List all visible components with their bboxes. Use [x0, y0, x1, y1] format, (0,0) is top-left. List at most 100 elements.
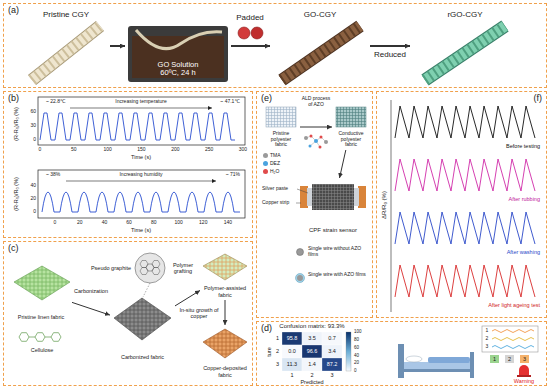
go-bath	[128, 26, 228, 82]
temperature-curve	[40, 113, 235, 140]
cellulose-molecule	[19, 333, 61, 342]
panel-frame: (f)	[376, 91, 547, 318]
axis-title: (R-R₀)/R₀ (%)	[13, 177, 19, 211]
curve-number: 3	[486, 344, 489, 350]
tick-label: 40	[30, 183, 36, 189]
cell-value: 87.2	[327, 361, 338, 367]
step-label: In-situ growth of copper	[175, 307, 223, 320]
stage-box: Polymer-assisted fabric	[200, 250, 250, 300]
tick-label: 60	[30, 109, 36, 115]
step-label: ALD process of AZO	[298, 96, 334, 108]
legend-text: DEZ	[270, 161, 280, 167]
stage-label: Pristine polyester fabric	[265, 131, 297, 148]
legend-item: H₂O	[263, 169, 279, 175]
axis-title: ΔR/R₀ (%)	[381, 191, 388, 219]
step-label: Carbonization	[73, 288, 109, 294]
warning-text: Warning	[514, 378, 534, 384]
tick-label: 300	[239, 147, 247, 153]
stage-box: Pristine polyester fabric	[262, 104, 300, 150]
legend-text: TMA	[270, 153, 281, 159]
tick-label: 150	[137, 147, 145, 153]
process-arrow	[175, 290, 200, 305]
tick-label: 1	[290, 372, 293, 378]
alarm-icon	[517, 365, 531, 377]
stage-label: 60ºC, 24 h	[160, 69, 195, 78]
polyester-mesh	[266, 107, 296, 127]
annotation: ~ 71%	[226, 172, 240, 178]
annotation: Increasing humidity	[119, 172, 162, 178]
cell-value: 0.7	[328, 335, 336, 341]
stage-box: CPF strain sensor	[296, 178, 370, 236]
panel-letter: (c)	[8, 243, 19, 253]
chart-frames	[38, 97, 245, 218]
legend-swatch	[263, 161, 268, 166]
ald-molecules	[304, 135, 328, 149]
stage-box: Pristine CGY	[22, 8, 110, 84]
tick-label: 20	[30, 196, 36, 202]
tick-label: 3	[330, 372, 333, 378]
tick-label: 140	[224, 220, 232, 226]
tick-label: 200	[171, 147, 179, 153]
stage-box: rGO-CGY	[410, 8, 520, 84]
tick-label: 0	[39, 147, 42, 153]
stage-box: Conductive polyester fabric	[332, 104, 370, 150]
tick-label: 2	[310, 372, 313, 378]
step-label: Polymer grafting	[168, 262, 198, 275]
stage-box: Carbonized fabric	[110, 290, 175, 362]
tick-label: 30	[30, 123, 36, 129]
axis-line	[391, 100, 392, 312]
tick-label: 0	[33, 209, 36, 215]
annotation: ~ 38%	[46, 172, 60, 178]
class-number: 2	[508, 356, 511, 362]
class-number: 1	[493, 356, 496, 362]
stage-label: Polymer-assisted fabric	[203, 285, 247, 298]
legend-item: DEZ	[263, 161, 280, 167]
colorbar-tick: 100	[354, 329, 362, 334]
legend-swatch	[263, 169, 268, 174]
part-label: Copper strip	[262, 200, 289, 206]
legend-text: H₂O	[270, 169, 279, 175]
stage-box: Copper-deposited fabric	[200, 325, 250, 380]
stage-label: Copper-deposited fabric	[203, 365, 247, 378]
curve-number: 1	[486, 328, 489, 334]
curve-number: 2	[486, 336, 489, 342]
panel-letter: (e)	[261, 93, 272, 103]
cell-value: 95.8	[287, 335, 298, 341]
cell-value: 3.5	[308, 335, 316, 341]
colorbar-tick: 0	[354, 368, 357, 373]
class-number: 3	[523, 356, 526, 362]
stage-label: GO-CGY	[304, 10, 336, 19]
curve-label: Before testing	[506, 143, 540, 149]
tick-label: 50	[71, 147, 77, 153]
tick-label: 0	[33, 137, 36, 143]
panel-letter: (b)	[8, 93, 19, 103]
step-label: Padded	[235, 13, 265, 22]
stage-label: Pristine CGY	[43, 10, 89, 19]
cell-value: 3.4	[328, 348, 336, 354]
cell-value: 11.3	[287, 361, 297, 367]
stage-label: Conductive polyester fabric	[335, 131, 367, 148]
signal-inset	[482, 326, 538, 352]
chart-title: Confusion matrix: 93.3%	[279, 323, 344, 330]
process-arrow	[110, 45, 125, 47]
tick-label: 100	[174, 220, 182, 226]
bed	[398, 344, 474, 378]
process-arrow	[370, 45, 410, 47]
colorbar	[346, 332, 351, 371]
annotation: ~ 22.8℃	[46, 99, 66, 105]
legend-swatch	[263, 153, 268, 158]
linen-fabric	[14, 266, 70, 300]
pseudo-graphite-zoom	[135, 253, 165, 297]
process-arrow	[231, 45, 270, 47]
confusion-matrix	[282, 332, 342, 371]
stage-label: CPF strain sensor	[309, 227, 357, 234]
copper-fabric	[203, 329, 247, 358]
part-label: Single wire with AZO films	[308, 272, 370, 278]
colorbar-tick: 60	[354, 345, 359, 350]
tick-label: 60	[126, 220, 132, 226]
step-label: Reduced	[373, 50, 407, 59]
panel-letter: (a)	[8, 5, 19, 15]
process-arrow	[72, 302, 110, 315]
